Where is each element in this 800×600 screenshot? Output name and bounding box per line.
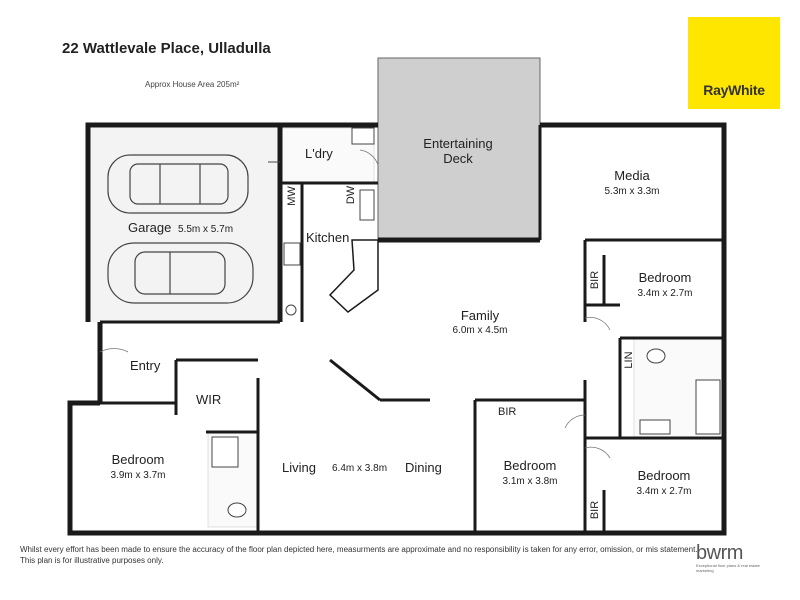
kitchen-label: Kitchen — [306, 230, 349, 245]
bedroom-ne-label: Bedroom — [639, 270, 692, 285]
brand-logo: RayWhite — [688, 17, 780, 109]
garage-dimensions: 5.5m x 5.7m — [178, 224, 233, 235]
wir-label: WIR — [196, 392, 221, 407]
bedroom-c-label: Bedroom — [504, 458, 557, 473]
property-address: 22 Wattlevale Place, Ulladulla — [62, 40, 271, 57]
bedroom-se-label: Bedroom — [638, 468, 691, 483]
living-label: Living — [282, 460, 316, 475]
interior-walls — [70, 125, 724, 533]
bir-label-se: BIR — [589, 501, 601, 519]
studio-logo: bwrm Exceptional floor plans & real esta… — [696, 542, 768, 573]
brand-name: RayWhite — [703, 82, 765, 98]
bedroom-w-label: Bedroom — [112, 452, 165, 467]
family-dimensions: 6.0m x 4.5m — [452, 325, 507, 336]
laundry-label: L'dry — [305, 146, 333, 161]
fixtures — [211, 127, 721, 518]
deck-label: Deck — [443, 151, 473, 166]
bedroom-se-dimensions: 3.4m x 2.7m — [636, 486, 691, 497]
media-label: Media — [614, 168, 650, 183]
disclaimer-line-2: This plan is for illustrative purposes o… — [20, 556, 164, 565]
studio-name: bwrm — [696, 542, 743, 564]
dining-label: Dining — [405, 460, 442, 475]
disclaimer-line-1: Whilst every effort has been made to ens… — [20, 545, 698, 554]
garage-label: Garage — [128, 220, 171, 235]
dishwasher-label: DW — [345, 185, 357, 204]
entertaining-label: Entertaining — [423, 136, 492, 151]
disclaimer: Whilst every effort has been made to ens… — [20, 544, 700, 566]
bedroom-w-dimensions: 3.9m x 3.7m — [110, 470, 165, 481]
kitchen-bench — [328, 239, 379, 313]
linen-label: LIN — [623, 351, 635, 368]
microwave-label: MW — [286, 186, 298, 206]
door-swing — [99, 149, 611, 459]
family-label: Family — [461, 308, 500, 323]
living-dimensions: 6.4m x 3.8m — [332, 463, 387, 474]
bir-label-ne: BIR — [589, 271, 601, 289]
studio-tagline: Exceptional floor plans & real estate ma… — [696, 563, 760, 573]
bedroom-ne-dimensions: 3.4m x 2.7m — [637, 288, 692, 299]
house-area: Approx House Area 205m² — [145, 80, 240, 89]
car-icon — [107, 154, 254, 304]
bir-label-c: BIR — [498, 406, 516, 418]
entry-label: Entry — [130, 358, 161, 373]
media-dimensions: 5.3m x 3.3m — [604, 186, 659, 197]
garage-area — [90, 128, 280, 322]
bedroom-c-dimensions: 3.1m x 3.8m — [502, 476, 557, 487]
